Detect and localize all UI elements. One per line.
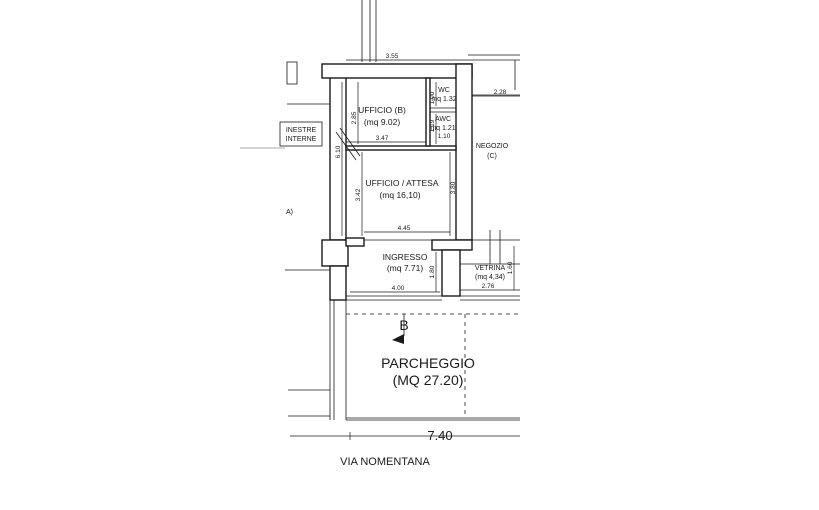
outer-walls — [321, 63, 473, 420]
section-arrow-icon — [392, 334, 404, 344]
dim-ingresso-width: 4.00 — [392, 285, 405, 292]
dim-ufficio-width: 3.47 — [376, 135, 389, 142]
negozio-area: (C) — [487, 153, 497, 160]
parcheggio-name: PARCHEGGIO — [381, 355, 475, 371]
street-label: VIA NOMENTANA — [340, 456, 430, 468]
dim-ufficio-height: 2.85 — [351, 111, 358, 124]
dim-wc-height: 1.00 — [429, 91, 436, 104]
finestre-label-line1: INESTRE — [286, 127, 317, 134]
dim-attesa-height: 3.42 — [355, 188, 362, 201]
wc-name: WC — [438, 87, 450, 94]
dim-total-height: 6.10 — [335, 145, 342, 158]
dimension-lines — [290, 59, 520, 440]
negozio-name: NEGOZIO — [476, 143, 509, 150]
finestre-interne-box — [279, 121, 323, 147]
dim-parcheggio-width: 7.40 — [427, 428, 452, 443]
ufficio-b-name: UFFICIO (B) — [358, 105, 406, 115]
dim-vetrina-width: 2.76 — [482, 283, 495, 290]
ufficio-attesa-name: UFFICIO / ATTESA — [365, 178, 438, 188]
upper-building-lines — [361, 0, 520, 90]
negozio-lines — [472, 94, 520, 264]
ingresso-name: INGRESSO — [383, 252, 428, 262]
parking-outline — [288, 313, 520, 421]
awc-name: AWC — [435, 116, 451, 123]
dim-awc-width: 1.10 — [438, 133, 451, 140]
ingresso-area: (mq 7.71) — [387, 263, 424, 273]
left-a-label: A) — [286, 209, 293, 216]
dim-top-width: 3.55 — [386, 53, 399, 60]
parcheggio-area: (MQ 27.20) — [393, 372, 464, 388]
ufficio-attesa-area: (mq 16,10) — [379, 190, 420, 200]
dim-awc-height: 1.19 — [429, 119, 436, 132]
vetrina-area: (mq 4,34) — [475, 274, 505, 281]
section-marker-label: B — [399, 317, 408, 333]
dim-right-top: 2.28 — [494, 89, 507, 96]
dim-attesa-right-height: 3.80 — [450, 181, 457, 194]
ufficio-b-area: (mq 9.02) — [364, 117, 401, 127]
dim-attesa-width: 4.45 — [398, 225, 411, 232]
neighbour-structures — [240, 61, 330, 271]
dim-vetrina-height: 1.60 — [507, 261, 514, 274]
dim-ingresso-height: 1.80 — [429, 265, 436, 278]
wc-area: mq 1.32 — [431, 96, 456, 103]
vetrina-name: VETRINA — [475, 265, 506, 272]
finestre-label-line2: INTERNE — [286, 136, 317, 143]
internal-partitions — [335, 77, 520, 301]
awc-area: mq 1.21 — [430, 125, 455, 132]
